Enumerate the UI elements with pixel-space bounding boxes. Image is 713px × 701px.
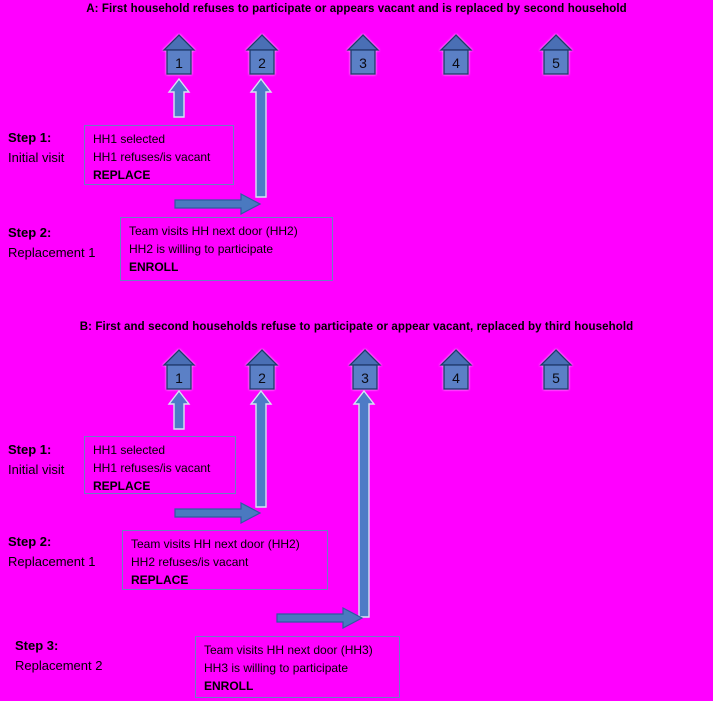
- house-number: 5: [552, 370, 560, 386]
- house-roof: [539, 34, 573, 51]
- house-number: 1: [175, 55, 183, 71]
- house-roof: [346, 34, 380, 51]
- box-line: Team visits HH next door (HH2): [131, 537, 300, 551]
- arrow-up-icon-a-hh1: [167, 77, 191, 118]
- house-icon-a5: 5: [538, 33, 574, 77]
- house-body: [166, 364, 192, 390]
- house-icon-a3: 3: [345, 33, 381, 77]
- house-body: [249, 49, 275, 75]
- step-label-subtitle: Replacement 2: [15, 658, 103, 673]
- step-label-title: Step 1:: [8, 130, 52, 145]
- house-roof: [245, 349, 279, 366]
- house-roof: [162, 349, 196, 366]
- house-icon-a4: 4: [438, 33, 474, 77]
- panel-b-title: B: First and second households refuse to…: [79, 321, 634, 333]
- house-icon-b3: 3: [347, 348, 383, 392]
- box-line: HH2 is willing to participate: [129, 242, 274, 256]
- panel-b-step3-box: Team visits HH next door (HH3) HH3 is wi…: [195, 636, 400, 698]
- box-line: HH3 is willing to participate: [204, 661, 349, 675]
- house-number: 3: [359, 55, 367, 71]
- step-label-subtitle: Replacement 1: [8, 245, 96, 260]
- house-body: [443, 49, 469, 75]
- step-label-title: Step 2:: [8, 225, 52, 240]
- house-icon-b2: 2: [244, 348, 280, 392]
- arrow-up-icon-b-hh3: [352, 389, 376, 618]
- house-number: 1: [175, 370, 183, 386]
- house-body: [543, 49, 569, 75]
- house-roof: [439, 34, 473, 51]
- step-label-subtitle: Initial visit: [8, 150, 65, 165]
- box-line: HH2 refuses/is vacant: [131, 555, 249, 569]
- house-body: [352, 364, 378, 390]
- step-label-subtitle: Initial visit: [8, 462, 65, 477]
- step-label-subtitle: Replacement 1: [8, 554, 96, 569]
- arrow-up-icon-b-hh2: [249, 389, 273, 508]
- house-icon-b1: 1: [161, 348, 197, 392]
- panel-b-step3-label: Step 3: Replacement 2: [15, 636, 102, 676]
- house-body: [543, 364, 569, 390]
- box-line: HH1 refuses/is vacant: [93, 461, 211, 475]
- house-roof: [162, 34, 196, 51]
- panel-a-step2-label: Step 2: Replacement 1: [8, 223, 95, 263]
- panel-a-title: A: First household refuses to participat…: [86, 3, 627, 15]
- house-body: [166, 49, 192, 75]
- house-body: [249, 364, 275, 390]
- arrow-up-icon-a-hh2: [249, 77, 273, 198]
- panel-b-step1-label: Step 1: Initial visit: [8, 440, 64, 480]
- step-label-title: Step 1:: [8, 442, 52, 457]
- box-action: REPLACE: [93, 479, 151, 493]
- box-line: Team visits HH next door (HH3): [204, 643, 373, 657]
- box-line: HH1 selected: [93, 443, 166, 457]
- house-body: [443, 364, 469, 390]
- house-number: 4: [452, 55, 460, 71]
- panel-a-step2-box: Team visits HH next door (HH2) HH2 is wi…: [120, 217, 333, 281]
- panel-b-step2-label: Step 2: Replacement 1: [8, 532, 95, 572]
- house-icon-b4: 4: [438, 348, 474, 392]
- house-body: [350, 49, 376, 75]
- house-icon-b5: 5: [538, 348, 574, 392]
- box-action: ENROLL: [204, 679, 254, 693]
- box-action: REPLACE: [93, 168, 151, 182]
- panel-a-step1-box: HH1 selected HH1 refuses/is vacant REPLA…: [84, 125, 234, 185]
- panel-b-step2-box: Team visits HH next door (HH2) HH2 refus…: [122, 530, 328, 590]
- house-number: 2: [258, 370, 266, 386]
- arrow-right-icon-a: [174, 192, 262, 216]
- arrow-right-icon-b2: [276, 606, 364, 630]
- box-line: HH1 refuses/is vacant: [93, 150, 211, 164]
- house-number: 3: [361, 370, 369, 386]
- house-number: 2: [258, 55, 266, 71]
- house-roof: [245, 34, 279, 51]
- house-icon-a2: 2: [244, 33, 280, 77]
- arrow-up-icon-b-hh1: [167, 389, 191, 430]
- house-icon-a1: 1: [161, 33, 197, 77]
- box-action: ENROLL: [129, 260, 179, 274]
- box-line: HH1 selected: [93, 132, 166, 146]
- step-label-title: Step 2:: [8, 534, 52, 549]
- arrow-right-icon-b1: [174, 501, 262, 525]
- house-number: 4: [452, 370, 460, 386]
- panel-a-step1-label: Step 1: Initial visit: [8, 128, 64, 168]
- box-action: REPLACE: [131, 573, 189, 587]
- box-line: Team visits HH next door (HH2): [129, 224, 298, 238]
- panel-b-step1-box: HH1 selected HH1 refuses/is vacant REPLA…: [84, 436, 236, 494]
- step-label-title: Step 3:: [15, 638, 59, 653]
- house-roof: [439, 349, 473, 366]
- house-number: 5: [552, 55, 560, 71]
- house-roof: [539, 349, 573, 366]
- house-roof: [348, 349, 382, 366]
